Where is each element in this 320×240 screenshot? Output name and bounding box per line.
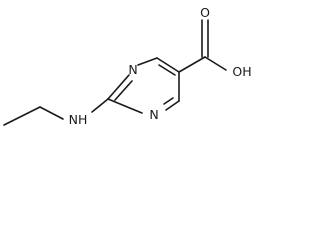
bond-c4-n3-double bbox=[163, 97, 174, 105]
bond-c6-c5 bbox=[156, 57, 180, 73]
bond-c2-nh bbox=[91, 98, 109, 113]
ring-nitrogen-top-label: N bbox=[128, 62, 137, 77]
bond-c5-cooh bbox=[178, 56, 206, 73]
bond-c-oh bbox=[204, 56, 227, 71]
bond-c6-c5-double bbox=[158, 64, 176, 76]
bond-c2-n1 bbox=[107, 74, 130, 100]
ethylamino-group bbox=[3, 98, 109, 126]
bond-c4-n3 bbox=[165, 100, 180, 111]
carbonyl-oxygen-label: O bbox=[200, 5, 210, 20]
ring-nitrogen-bottom-label: N bbox=[149, 107, 158, 122]
pyrimidine-ring bbox=[107, 57, 180, 114]
bond-c2-n1-double bbox=[114, 80, 133, 101]
hydroxyl-label: OH bbox=[232, 64, 251, 79]
carboxylic-acid-group bbox=[178, 19, 227, 73]
chemical-structure: N N NH OH O bbox=[3, 5, 252, 127]
amine-nh-label: NH bbox=[69, 112, 88, 127]
bond-nh-ch2 bbox=[39, 106, 64, 120]
bond-ch2-ch3 bbox=[3, 106, 41, 126]
bond-n3-c2 bbox=[107, 98, 143, 114]
bond-n1-c6 bbox=[137, 57, 158, 66]
